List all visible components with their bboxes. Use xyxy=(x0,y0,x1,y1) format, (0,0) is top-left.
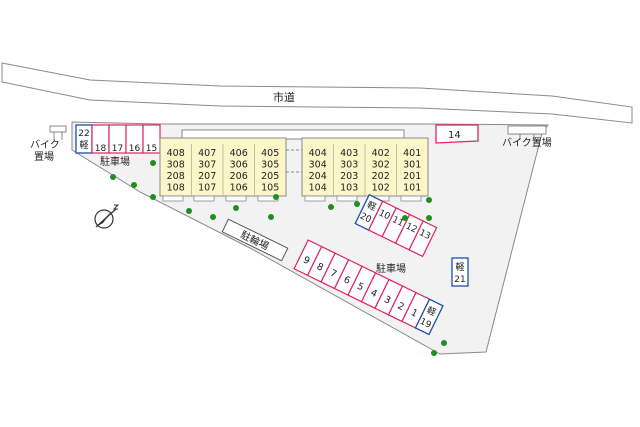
unit-108: 108 xyxy=(167,183,185,194)
tree xyxy=(354,201,360,207)
parking-space-4-number: 4 xyxy=(369,287,379,300)
unit-304: 304 xyxy=(309,160,327,171)
tree xyxy=(210,214,216,220)
parking-space-22-number: 22 xyxy=(78,129,89,139)
tree xyxy=(110,174,116,180)
unit-102: 102 xyxy=(372,183,390,194)
unit-203: 203 xyxy=(340,171,358,182)
unit-106: 106 xyxy=(230,183,248,194)
parking-space-19-number: 19 xyxy=(418,317,433,331)
parking-space-6-number: 6 xyxy=(342,274,352,287)
parking-space-2-number: 2 xyxy=(396,301,406,314)
unit-207: 207 xyxy=(198,171,216,182)
road-label: 市道 xyxy=(273,90,295,104)
bike-shelter-right xyxy=(507,125,547,140)
parking-space-13 xyxy=(408,220,438,258)
parking-space-19 xyxy=(414,298,444,336)
unit-104: 104 xyxy=(309,183,327,194)
parking-space-21: 軽 21 xyxy=(451,257,469,287)
parking-space-18-number: 18 xyxy=(95,144,107,154)
tree xyxy=(131,182,137,188)
unit-404: 404 xyxy=(309,148,327,159)
unit-206: 206 xyxy=(230,171,248,182)
bike-area-left-label-1: バイク xyxy=(30,139,60,151)
parking-row-top: 22 軽 18 17 16 15 xyxy=(75,124,161,154)
parking-space-22-kei: 軽 xyxy=(79,140,88,151)
unit-103: 103 xyxy=(340,183,358,194)
trees xyxy=(110,160,447,356)
parking-space-20-number: 20 xyxy=(358,211,373,225)
parking-space-1-number: 1 xyxy=(409,307,419,320)
svg-text:21: 21 xyxy=(454,275,465,285)
parking-top-label: 駐車場 xyxy=(100,155,130,168)
parking-space-20-kei: 軽 xyxy=(365,199,378,213)
unit-408: 408 xyxy=(167,148,185,159)
tree xyxy=(268,214,274,220)
unit-205: 205 xyxy=(261,171,279,182)
unit-307: 307 xyxy=(198,160,216,171)
parking-space-15-number: 15 xyxy=(146,144,157,154)
unit-301: 301 xyxy=(403,160,421,171)
bike-area-left-label-2: 置場 xyxy=(34,150,54,163)
tree xyxy=(150,194,156,200)
unit-303: 303 xyxy=(340,160,358,171)
svg-text:14: 14 xyxy=(448,130,461,141)
tree xyxy=(426,215,432,221)
building-corridor xyxy=(181,129,405,140)
tree xyxy=(426,197,432,203)
tree xyxy=(328,204,334,210)
parking-main-label: 駐車場 xyxy=(376,262,406,275)
svg-text:軽: 軽 xyxy=(455,262,464,273)
unit-406: 406 xyxy=(230,148,248,159)
unit-107: 107 xyxy=(198,183,216,194)
parking-space-10-number: 10 xyxy=(377,208,392,222)
unit-201: 201 xyxy=(403,171,421,182)
unit-208: 208 xyxy=(167,171,185,182)
parking-space-13-number: 13 xyxy=(417,228,432,242)
unit-308: 308 xyxy=(167,160,185,171)
bike-shelter-left xyxy=(49,125,67,140)
unit-305: 305 xyxy=(261,160,279,171)
unit-401: 401 xyxy=(403,148,421,159)
tree xyxy=(273,194,279,200)
parking-space-19-kei: 軽 xyxy=(425,305,438,319)
parking-space-9-number: 9 xyxy=(301,255,311,268)
unit-306: 306 xyxy=(230,160,248,171)
parking-space-3-number: 3 xyxy=(382,294,392,307)
unit-407: 407 xyxy=(198,148,216,159)
unit-204: 204 xyxy=(309,171,327,182)
parking-space-8-number: 8 xyxy=(315,261,325,274)
parking-space-12-number: 12 xyxy=(404,222,419,236)
tree xyxy=(186,208,192,214)
parking-space-17-number: 17 xyxy=(112,144,123,154)
unit-403: 403 xyxy=(340,148,358,159)
unit-202: 202 xyxy=(372,171,390,182)
unit-402: 402 xyxy=(372,148,390,159)
parking-space-16-number: 16 xyxy=(129,144,141,154)
unit-101: 101 xyxy=(403,183,421,194)
parking-space-7-number: 7 xyxy=(328,268,338,281)
parking-space-14: 14 xyxy=(435,124,479,144)
unit-302: 302 xyxy=(372,160,390,171)
tree xyxy=(402,215,408,221)
parking-space-5-number: 5 xyxy=(355,281,365,294)
north-arrow-icon xyxy=(94,204,120,229)
unit-405: 405 xyxy=(261,148,279,159)
unit-105: 105 xyxy=(261,183,279,194)
parking-space-11-number: 11 xyxy=(390,215,405,229)
tree xyxy=(431,350,437,356)
bike-area-right-label: バイク置場 xyxy=(502,136,552,149)
tree xyxy=(150,160,156,166)
tree xyxy=(233,205,239,211)
building-entrances xyxy=(162,195,422,202)
tree xyxy=(441,340,447,346)
city-road xyxy=(1,62,633,124)
